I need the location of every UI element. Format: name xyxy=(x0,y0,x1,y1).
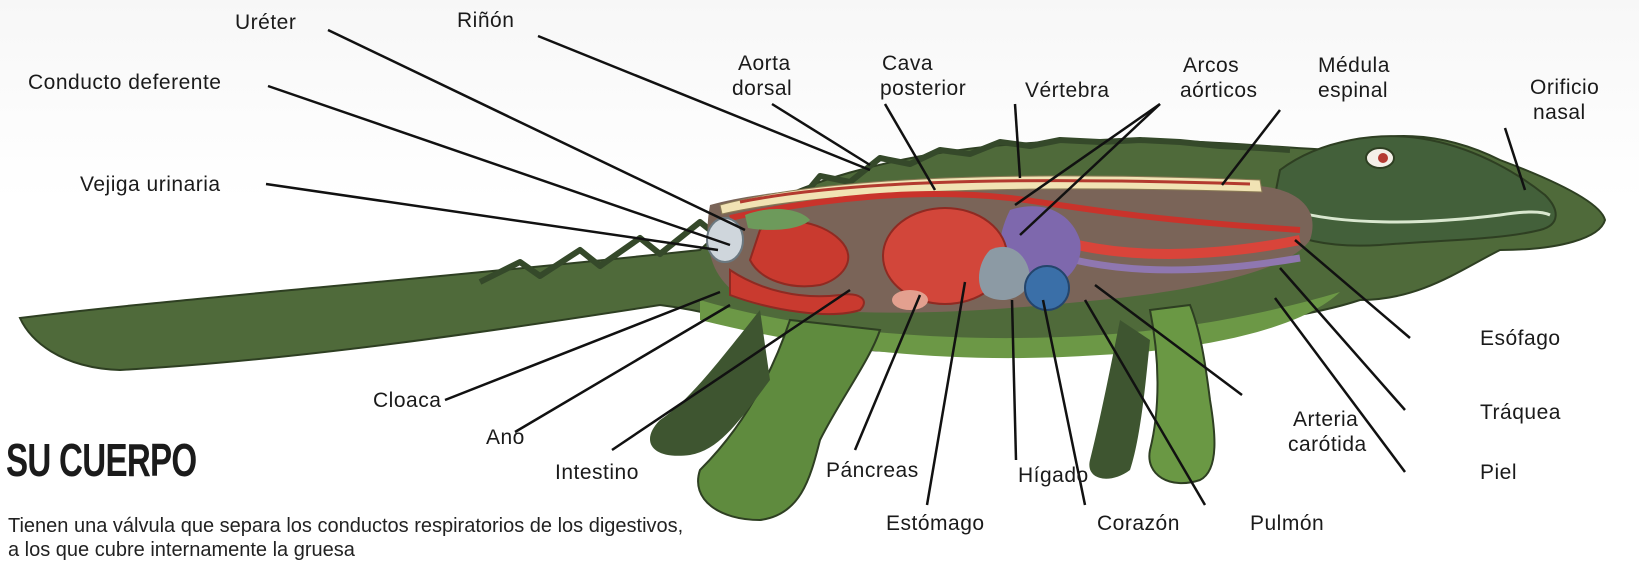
label-ano: Ano xyxy=(486,425,525,450)
label-higado: Hígado xyxy=(1018,463,1089,488)
label-conducto-deferente: Conducto deferente xyxy=(28,70,221,95)
label-aorta-dorsal-line1: Aorta xyxy=(738,51,791,76)
label-esofago: Esófago xyxy=(1480,326,1561,351)
label-corazon: Corazón xyxy=(1097,511,1180,536)
label-cloaca: Cloaca xyxy=(373,388,441,413)
label-arcos-aorticos-line2: aórticos xyxy=(1180,78,1258,103)
label-medula-espinal-line1: Médula xyxy=(1318,53,1390,78)
label-cava-posterior-line1: Cava xyxy=(882,51,933,76)
label-vertebra: Vértebra xyxy=(1025,78,1110,103)
label-ureter: Uréter xyxy=(235,10,296,35)
label-intestino: Intestino xyxy=(555,460,639,485)
label-orificio-nasal-line1: Orificio xyxy=(1530,75,1599,100)
body-text: Tienen una válvula que separa los conduc… xyxy=(8,514,688,562)
label-rinon: Riñón xyxy=(457,8,514,33)
label-arteria-carotida-line2: carótida xyxy=(1288,432,1367,457)
heart xyxy=(1025,266,1069,310)
label-orificio-nasal-line2: nasal xyxy=(1533,100,1586,125)
label-vejiga-urinaria: Vejiga urinaria xyxy=(80,172,221,197)
label-traquea: Tráquea xyxy=(1480,400,1561,425)
section-title: SU CUERPO xyxy=(6,432,196,488)
label-medula-espinal-line2: espinal xyxy=(1318,78,1388,103)
label-cava-posterior-line2: posterior xyxy=(880,76,966,101)
label-aorta-dorsal-line2: dorsal xyxy=(732,76,792,101)
label-arcos-aorticos-line1: Arcos xyxy=(1183,53,1239,78)
label-arteria-carotida-line1: Arteria xyxy=(1293,407,1358,432)
label-piel: Piel xyxy=(1480,460,1517,485)
label-pancreas: Páncreas xyxy=(826,458,919,483)
label-pulmon: Pulmón xyxy=(1250,511,1324,536)
pancreas xyxy=(892,290,928,310)
pupil xyxy=(1378,153,1388,163)
label-estomago: Estómago xyxy=(886,511,985,536)
